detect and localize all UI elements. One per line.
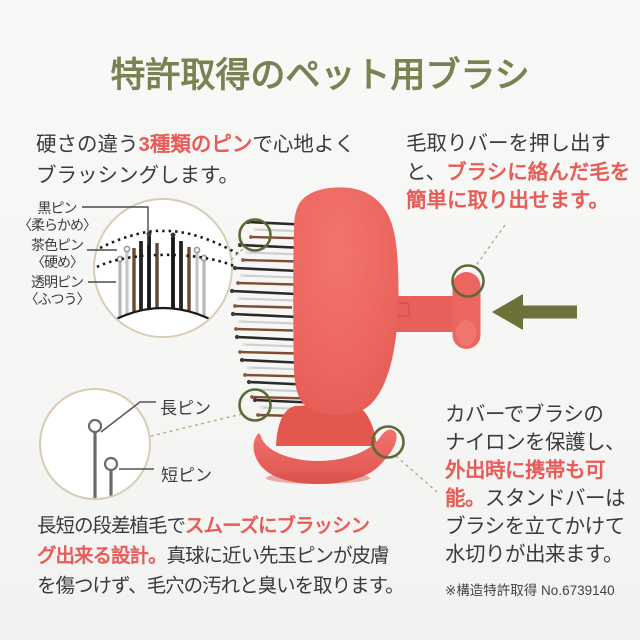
pet-brush-product <box>228 187 481 484</box>
brown-pin-label: 茶色ピン 〈硬め〉 <box>31 237 84 270</box>
short-pin-label: 短ピン <box>161 466 212 485</box>
patent-number-note: ※構造特許取得 No.6739140 <box>445 583 615 598</box>
black-pin-leader-line <box>82 206 149 245</box>
long-pin-label: 長ピン <box>160 399 211 418</box>
push-direction-arrow-icon <box>492 294 577 330</box>
hair-removal-bar <box>390 296 462 332</box>
long-pin-leader-line <box>100 401 156 433</box>
stand-cup-cover <box>253 429 397 484</box>
cover-stand-description: カバーでブラシの ナイロンを保護し、 外出時に携帯も可 能。スタンドバーは ブラ… <box>445 401 626 605</box>
connector-text-to-knob <box>474 224 506 268</box>
highlight-ring-top-bristles <box>238 218 272 252</box>
highlight-ring-stand <box>371 425 405 459</box>
clear-pin-label: 透明ピン 〈ふつう〉 <box>24 274 91 307</box>
pin-types-description: 硬さの違う3種類のピンで心地よく ブラッシングします。 <box>36 133 355 187</box>
highlighted-text: 3種類のピン <box>138 133 253 156</box>
black-pin-label: 黒ピン 〈柔らかめ〉 <box>18 200 97 233</box>
highlighted-text: ブラシに絡んだ毛を <box>446 160 631 184</box>
bar-knob <box>452 272 481 349</box>
pin-level-dashed-line <box>99 229 239 256</box>
pin-types-inset <box>82 198 239 338</box>
stand-back-wall <box>276 404 377 446</box>
pin-level-dashed-line <box>96 253 235 269</box>
pin-length-inset <box>39 388 156 500</box>
highlight-rings <box>238 218 485 459</box>
dashed-connectors <box>146 224 506 493</box>
highlighted-text: 能。 <box>445 487 486 510</box>
brush-dome-body <box>293 187 399 415</box>
highlight-ring-bottom-bristles <box>238 388 272 422</box>
highlighted-text: 簡単に取り出せます。 <box>406 189 609 212</box>
staggered-pins-description: 長短の段差植毛でスムーズにブラッシン グ出来る設計。真球に近い先玉ピンが皮膚 を… <box>37 515 405 597</box>
connector-stand-to-text <box>395 455 438 493</box>
highlighted-text: 外出時に携帯も可 <box>445 459 606 482</box>
highlighted-text: グ出来る設計。 <box>37 545 168 567</box>
page-title: 特許取得のペット用ブラシ <box>110 56 530 95</box>
highlighted-text: スムーズにブラッシン <box>185 515 370 537</box>
highlight-ring-knob <box>451 264 485 298</box>
hair-removal-bar-description: 毛取りバーを押し出す と、ブラシに絡んだ毛を 簡単に取り出せます。 <box>406 132 631 212</box>
